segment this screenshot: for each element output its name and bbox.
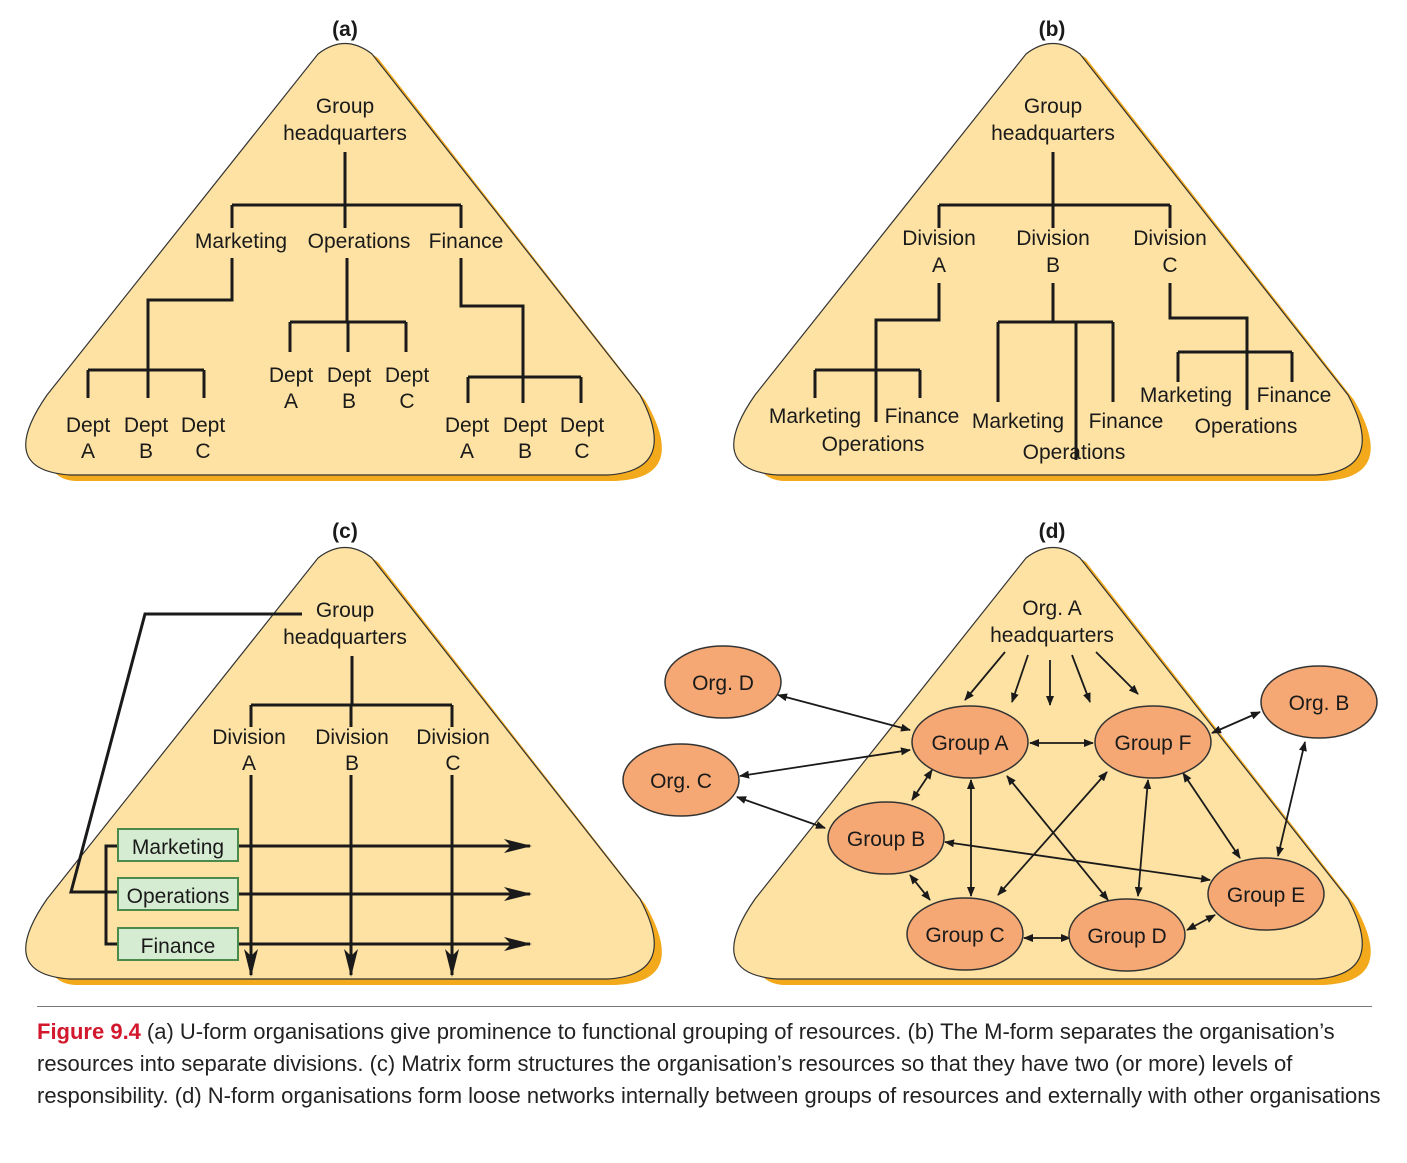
function-label: Operations — [1195, 415, 1298, 438]
function-label: Finance — [885, 405, 960, 428]
org-d-node: Org. D — [664, 645, 782, 719]
function-box — [117, 927, 239, 961]
network-arrows — [736, 651, 1307, 942]
function-label: Finance — [1257, 384, 1332, 407]
matrix-lines — [69, 612, 532, 977]
group-f-node: Group F — [1094, 705, 1212, 779]
panel-d-label: (d) — [1039, 520, 1066, 543]
function-label: Operations — [822, 433, 925, 456]
function-label: Finance — [429, 230, 504, 253]
org-label: Org. B — [1289, 692, 1350, 715]
function-box — [117, 877, 239, 911]
group-d-node: Group D — [1068, 898, 1186, 972]
group-label: Group A — [931, 732, 1008, 755]
group-label: Group B — [847, 828, 925, 851]
triangle-shape — [25, 42, 655, 476]
group-b-node: Group B — [827, 801, 945, 875]
org-chart-lines — [86, 152, 583, 403]
function-label: Marketing — [1140, 384, 1232, 407]
org-label: Org. C — [650, 770, 712, 793]
org-chart-lines — [813, 152, 1294, 460]
group-label: Group D — [1087, 925, 1166, 948]
caption-divider — [37, 1006, 1372, 1007]
function-box — [117, 828, 239, 862]
function-label: Operations — [308, 230, 411, 253]
panel-a-label: (a) — [332, 18, 358, 41]
function-box-label: Marketing — [132, 836, 224, 859]
group-c-node: Group C — [906, 897, 1024, 971]
figure-caption: Figure 9.4(a) U-form organisations give … — [37, 1016, 1382, 1112]
org-c-node: Org. C — [622, 743, 740, 817]
function-label: Marketing — [195, 230, 287, 253]
group-e-node: Group E — [1207, 857, 1325, 931]
function-box-label: Finance — [141, 935, 216, 958]
function-label: Marketing — [769, 405, 861, 428]
panel-b-label: (b) — [1039, 18, 1066, 41]
panel-c-label: (c) — [332, 520, 358, 543]
group-label: Group F — [1114, 732, 1191, 755]
org-b-node: Org. B — [1260, 665, 1378, 739]
function-label: Operations — [1023, 441, 1126, 464]
function-box-label: Operations — [127, 885, 230, 908]
triangle-shape — [733, 42, 1363, 476]
function-label: Finance — [1089, 410, 1164, 433]
figure-number: Figure 9.4 — [37, 1019, 141, 1044]
function-label: Marketing — [972, 410, 1064, 433]
group-label: Group E — [1227, 884, 1305, 907]
group-label: Group C — [925, 924, 1004, 947]
panel-d: (d) Or — [622, 520, 1378, 985]
caption-text: (a) U-form organisations give prominence… — [37, 1019, 1381, 1108]
org-label: Org. D — [692, 672, 754, 695]
triangle-shape — [25, 546, 655, 980]
group-a-node: Group A — [911, 705, 1029, 779]
